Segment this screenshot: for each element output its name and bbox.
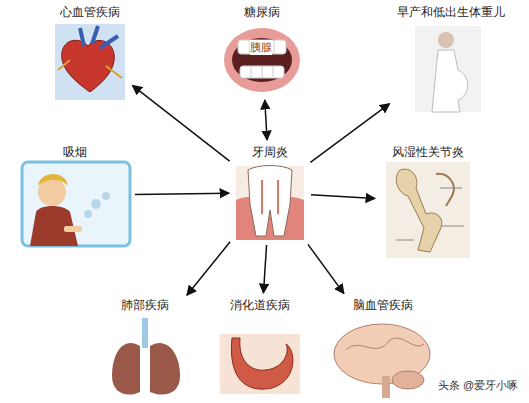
- mouth-illustration: [224, 28, 300, 92]
- dress: [432, 50, 468, 112]
- right-lung: [150, 343, 180, 395]
- heart-vessels: [80, 26, 118, 48]
- smoke: [91, 199, 101, 209]
- arrow-connector: [310, 104, 389, 163]
- tooth-illustration: [236, 166, 304, 241]
- stomach-background: [220, 334, 300, 394]
- heart-illustration: [55, 24, 125, 100]
- head: [438, 32, 454, 48]
- upper-teeth: [238, 40, 286, 54]
- trachea: [142, 318, 148, 348]
- watermark: 头条 @爱牙小啄: [438, 378, 518, 393]
- heart-background: [55, 24, 125, 100]
- disease-node: 牙周炎: [232, 143, 308, 242]
- smoker-illustration: [22, 162, 130, 246]
- stomach-illustration: [220, 334, 300, 394]
- disease-node: 早产和低出生体重儿: [392, 3, 510, 113]
- disease-node: 心血管疾病: [50, 3, 130, 102]
- cerebellum: [392, 371, 424, 389]
- disease-node: 风湿性关节炎: [378, 143, 478, 260]
- organ-label: 胰腺: [250, 40, 272, 55]
- smoke: [84, 210, 92, 218]
- mouth-inside: [232, 38, 292, 82]
- hair: [38, 174, 68, 186]
- arrow-connector: [265, 100, 267, 140]
- arrow-connector: [132, 85, 229, 161]
- node-title: 糖尿病: [222, 3, 302, 21]
- node-title: 风湿性关节炎: [378, 143, 478, 161]
- arrow-connector: [135, 193, 229, 194]
- node-title: 心血管疾病: [50, 3, 130, 21]
- disease-node: 吸烟: [18, 143, 132, 248]
- joint-background: [386, 162, 470, 258]
- brain-illustration: [334, 324, 430, 398]
- joint-illustration: [386, 162, 470, 258]
- brain-stem: [382, 376, 390, 398]
- node-title: 肺部疾病: [105, 296, 185, 314]
- node-title: 牙周炎: [232, 143, 308, 161]
- tooth: [248, 166, 292, 237]
- hand: [64, 226, 82, 232]
- brain-folds: [346, 338, 424, 350]
- node-title: 消化道疾病: [212, 296, 308, 314]
- leader-line: [396, 188, 464, 240]
- picture-frame: [22, 162, 130, 246]
- node-title: 吸烟: [18, 143, 132, 161]
- tooth-lines: [250, 40, 274, 78]
- photo-background: [415, 26, 481, 112]
- left-lung: [112, 343, 140, 395]
- disease-node: 消化道疾病: [212, 296, 308, 396]
- lungs-illustration: [112, 318, 180, 395]
- stomach: [231, 338, 292, 389]
- tooth-background: [236, 166, 304, 240]
- ligament: [436, 174, 454, 206]
- arrow-connector: [263, 245, 266, 293]
- pulp: [262, 180, 278, 214]
- node-title: 脑血管疾病: [330, 296, 436, 314]
- lips: [224, 28, 300, 92]
- arrow-connector: [187, 242, 230, 295]
- heart-arteries: [58, 60, 122, 78]
- pregnant-woman-illustration: [415, 26, 481, 112]
- disease-node: 脑血管疾病: [330, 296, 436, 398]
- arrow-connector: [308, 244, 344, 293]
- node-title: 早产和低出生体重儿: [392, 3, 510, 21]
- disease-node: 肺部疾病: [105, 296, 185, 398]
- arrow-connector: [311, 195, 375, 199]
- smoke: [102, 192, 110, 200]
